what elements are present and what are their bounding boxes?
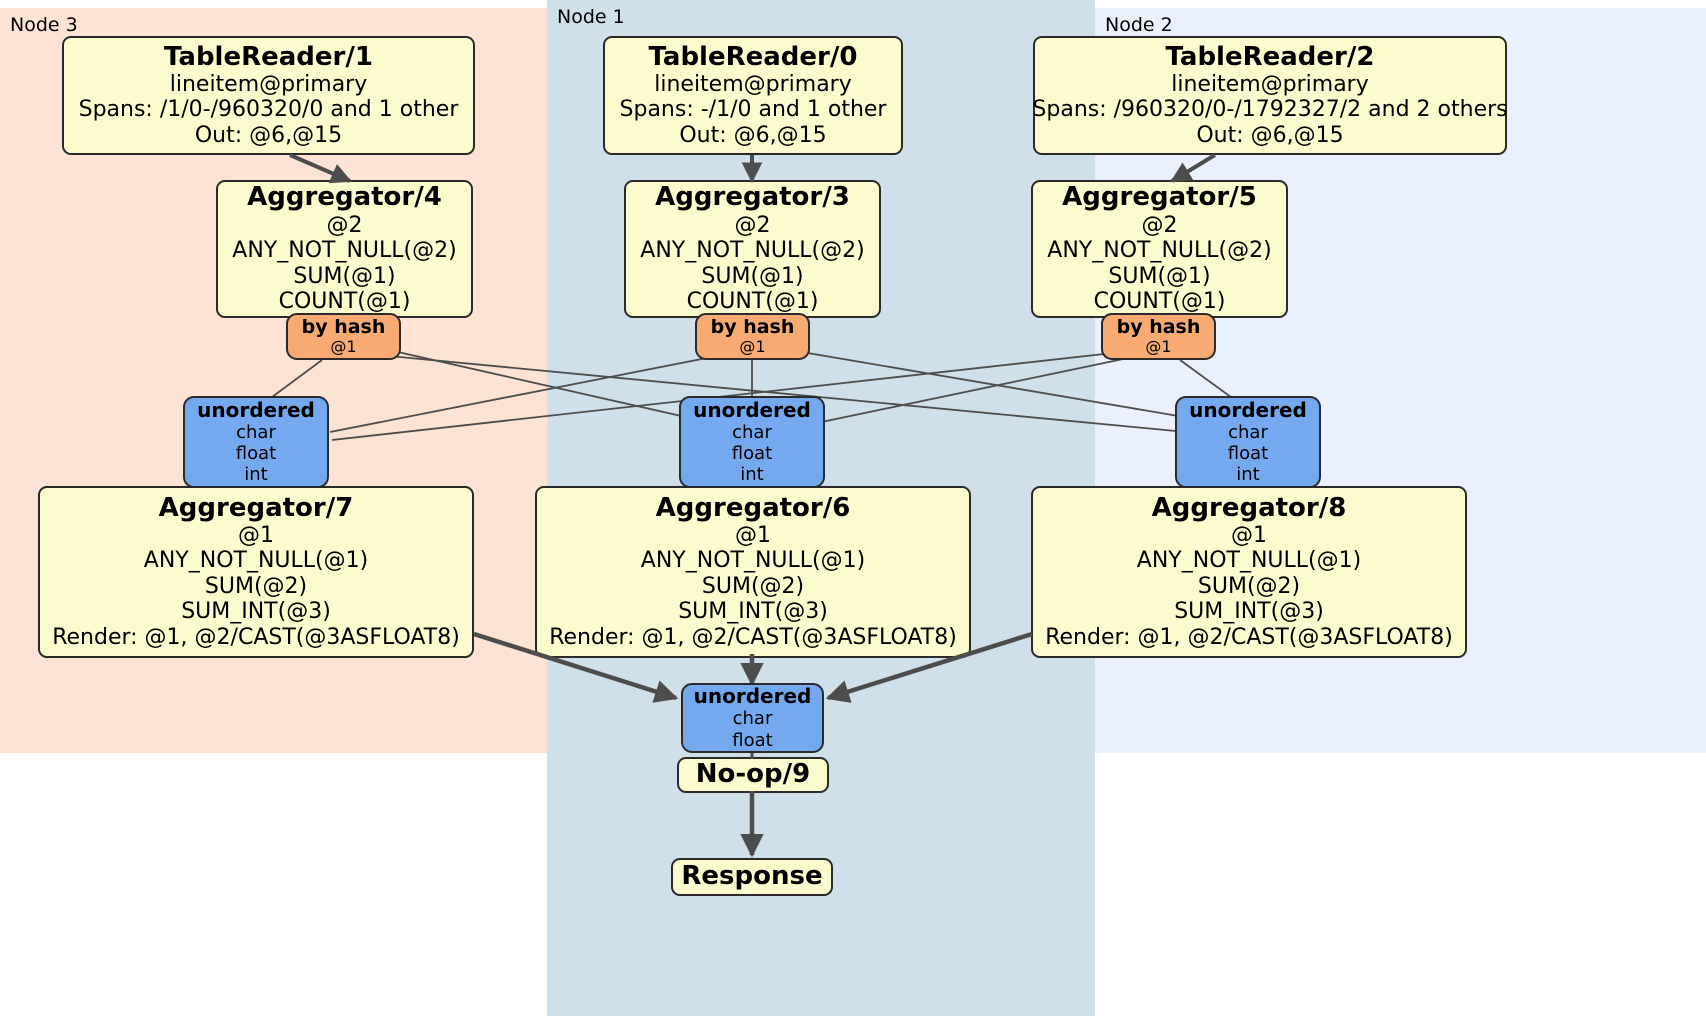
box-spans: Spans: /1/0-/960320/0 and 1 other <box>78 97 459 123</box>
sync-type: int <box>1236 464 1260 486</box>
box-group: @2 <box>326 212 363 238</box>
box-group: @2 <box>734 212 771 238</box>
box-agg: SUM_INT(@3) <box>181 599 331 625</box>
router-column: @1 <box>1145 337 1172 357</box>
box-render: Render: @1, @2/CAST(@3ASFLOAT8) <box>1045 624 1453 650</box>
box-agg: SUM(@1) <box>701 263 804 289</box>
sync-type: char <box>732 708 773 730</box>
node-panel-label: Node 2 <box>1105 14 1173 36</box>
box-agg: SUM_INT(@3) <box>678 599 828 625</box>
sync-type: float <box>1227 442 1269 464</box>
box-agg: SUM(@2) <box>701 573 805 599</box>
aggregator-stage2-box[interactable]: Aggregator/7 @1 ANY_NOT_NULL(@1) SUM(@2)… <box>38 486 474 658</box>
table-reader-box[interactable]: TableReader/1 lineitem@primary Spans: /1… <box>62 36 475 155</box>
sync-type: char <box>732 421 772 443</box>
box-spans: Spans: -/1/0 and 1 other <box>619 97 887 123</box>
router-by-hash[interactable]: by hash @1 <box>1101 313 1216 360</box>
box-agg: SUM_INT(@3) <box>1174 599 1324 625</box>
synchronizer-unordered[interactable]: unordered char float int <box>679 396 825 488</box>
box-agg: COUNT(@1) <box>686 289 819 315</box>
box-agg: COUNT(@1) <box>278 289 411 315</box>
box-agg: ANY_NOT_NULL(@1) <box>640 548 866 574</box>
box-agg: ANY_NOT_NULL(@1) <box>1136 548 1362 574</box>
box-agg: ANY_NOT_NULL(@2) <box>232 238 457 264</box>
box-title: TableReader/2 <box>1165 41 1375 72</box>
box-group: @1 <box>735 522 771 548</box>
router-column: @1 <box>330 337 357 357</box>
box-title: Aggregator/3 <box>655 182 850 213</box>
box-out: Out: @6,@15 <box>194 122 343 148</box>
box-agg: SUM(@1) <box>293 263 396 289</box>
sync-title: unordered <box>693 684 812 709</box>
sync-type: char <box>236 421 276 443</box>
router-title: by hash <box>1116 316 1201 339</box>
box-title: Response <box>681 861 823 892</box>
router-column: @1 <box>739 337 766 357</box>
sync-type: float <box>732 729 773 751</box>
box-agg: SUM(@2) <box>1197 573 1301 599</box>
box-title: Aggregator/7 <box>158 492 354 523</box>
box-out: Out: @6,@15 <box>679 122 827 148</box>
box-table: lineitem@primary <box>654 71 852 97</box>
box-group: @1 <box>238 522 274 548</box>
sync-title: unordered <box>693 397 811 422</box>
router-by-hash[interactable]: by hash @1 <box>286 313 401 360</box>
box-group: @1 <box>1231 522 1267 548</box>
box-agg: SUM(@1) <box>1108 263 1211 289</box>
box-title: Aggregator/6 <box>655 492 851 523</box>
box-title: TableReader/0 <box>648 41 858 72</box>
box-title: No-op/9 <box>695 759 811 790</box>
box-title: Aggregator/8 <box>1151 492 1347 523</box>
box-agg: ANY_NOT_NULL(@2) <box>640 238 865 264</box>
box-group: @2 <box>1141 212 1178 238</box>
box-render: Render: @1, @2/CAST(@3ASFLOAT8) <box>549 624 957 650</box>
sync-type: char <box>1228 421 1268 443</box>
box-table: lineitem@primary <box>169 71 368 97</box>
aggregator-stage2-box[interactable]: Aggregator/8 @1 ANY_NOT_NULL(@1) SUM(@2)… <box>1031 486 1467 658</box>
sync-type: int <box>244 464 268 486</box>
table-reader-box[interactable]: TableReader/2 lineitem@primary Spans: /9… <box>1032 36 1508 155</box>
router-title: by hash <box>301 316 386 339</box>
box-render: Render: @1, @2/CAST(@3ASFLOAT8) <box>52 624 460 650</box>
synchronizer-unordered[interactable]: unordered char float int <box>183 396 329 488</box>
box-table: lineitem@primary <box>1171 71 1369 97</box>
aggregator-stage2-box[interactable]: Aggregator/6 @1 ANY_NOT_NULL(@1) SUM(@2)… <box>535 486 971 658</box>
box-agg: ANY_NOT_NULL(@2) <box>1047 238 1272 264</box>
box-title: Aggregator/4 <box>247 182 442 213</box>
aggregator-stage1-box[interactable]: Aggregator/3 @2 ANY_NOT_NULL(@2) SUM(@1)… <box>624 180 881 318</box>
box-out: Out: @6,@15 <box>1196 122 1344 148</box>
sync-type: float <box>731 442 773 464</box>
box-agg: SUM(@2) <box>204 573 308 599</box>
box-title: TableReader/1 <box>164 41 373 72</box>
box-agg: COUNT(@1) <box>1093 289 1226 315</box>
table-reader-box[interactable]: TableReader/0 lineitem@primary Spans: -/… <box>603 36 903 155</box>
sync-title: unordered <box>1189 397 1307 422</box>
node-panel-label: Node 3 <box>10 14 78 36</box>
box-title: Aggregator/5 <box>1062 182 1257 213</box>
aggregator-stage1-box[interactable]: Aggregator/4 @2 ANY_NOT_NULL(@2) SUM(@1)… <box>216 180 473 318</box>
router-by-hash[interactable]: by hash @1 <box>695 313 810 360</box>
sync-title: unordered <box>197 397 315 422</box>
node-panel-label: Node 1 <box>557 6 625 28</box>
box-spans: Spans: /960320/0-/1792327/2 and 2 others <box>1032 97 1508 123</box>
final-synchronizer-unordered[interactable]: unordered char float <box>681 683 824 753</box>
sync-type: int <box>740 464 764 486</box>
box-agg: ANY_NOT_NULL(@1) <box>143 548 369 574</box>
router-title: by hash <box>710 316 795 339</box>
aggregator-stage1-box[interactable]: Aggregator/5 @2 ANY_NOT_NULL(@2) SUM(@1)… <box>1031 180 1288 318</box>
noop-box[interactable]: No-op/9 <box>677 757 829 793</box>
synchronizer-unordered[interactable]: unordered char float int <box>1175 396 1321 488</box>
response-box[interactable]: Response <box>671 858 833 896</box>
sync-type: float <box>235 442 277 464</box>
